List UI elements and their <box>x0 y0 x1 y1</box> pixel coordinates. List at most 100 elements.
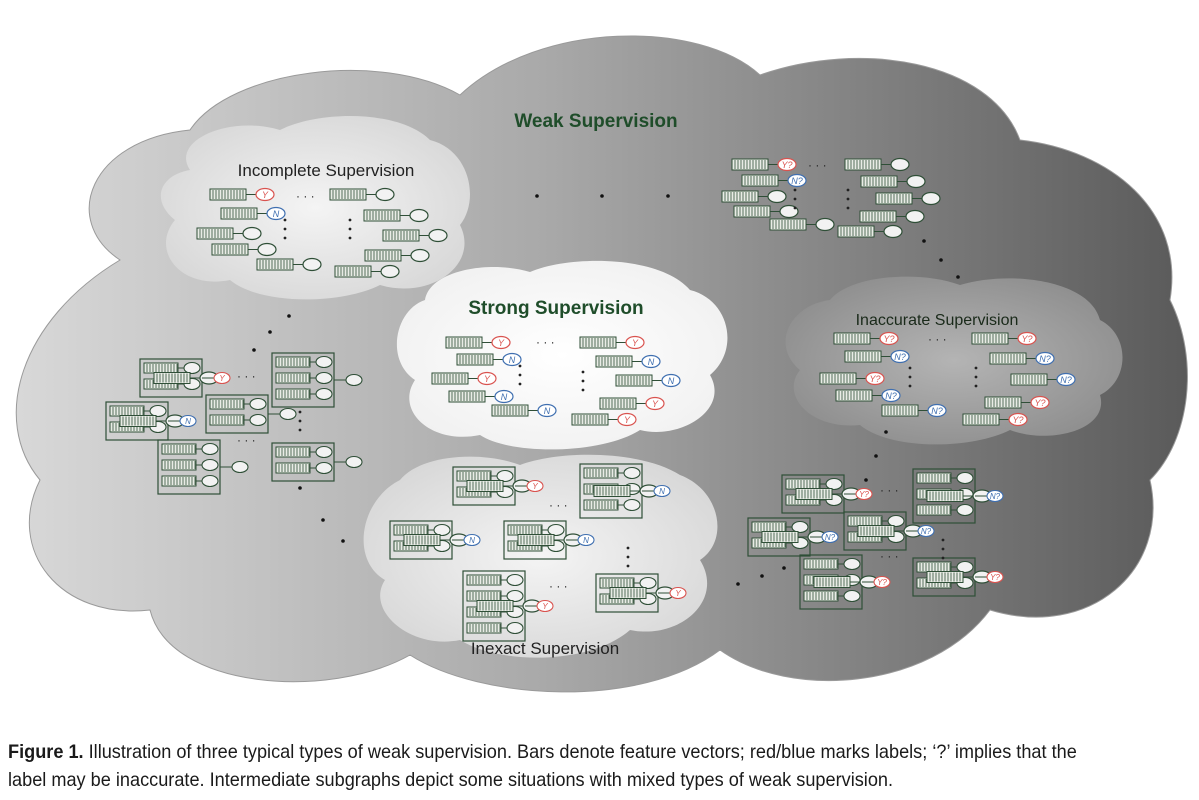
inaccurate-supervision-title: Inaccurate Supervision <box>856 312 1019 329</box>
bag-unlabeled-node <box>345 373 363 387</box>
ellipsis-text: · · · <box>880 483 899 497</box>
connector-dot <box>298 486 302 490</box>
instance-node <box>956 503 974 517</box>
vertical-dot <box>626 555 630 559</box>
feature-vector-bar <box>583 467 619 479</box>
feature-vector-bar <box>209 398 245 410</box>
label-y-node <box>255 187 275 202</box>
bag-label-node <box>653 484 671 498</box>
connector-dot <box>884 430 888 434</box>
vertical-dot <box>348 236 352 240</box>
connector-dot <box>287 314 291 318</box>
connector-dot <box>252 348 256 352</box>
label-n-node <box>881 388 901 403</box>
connector-dot <box>864 478 868 482</box>
feature-vector-bar <box>916 561 952 573</box>
label-mark-text: N <box>668 376 675 386</box>
bag-label-node <box>213 371 231 385</box>
label-y-node <box>617 412 637 427</box>
vertical-dot <box>793 188 797 192</box>
label-mark-text: Y? <box>883 334 894 344</box>
strong-supervision-title: Strong Supervision <box>468 298 643 319</box>
label-mark-text: Y? <box>1021 334 1032 344</box>
ellipsis-text: · · · <box>296 189 315 203</box>
ellipsis-text: · · · <box>549 579 568 593</box>
vertical-dot <box>283 227 287 231</box>
vertical-dot <box>518 364 522 368</box>
bag-label-node <box>986 489 1004 503</box>
vertical-dot <box>348 218 352 222</box>
bag-label-node <box>669 586 687 600</box>
connector-dot <box>782 566 786 570</box>
feature-vector-bar <box>751 521 787 533</box>
ellipsis-text: · · · <box>549 498 568 512</box>
feature-vector-bar <box>109 405 145 417</box>
vertical-dot <box>298 419 302 423</box>
inexact-supervision-title: Inexact Supervision <box>471 639 619 658</box>
feature-vector-bar <box>507 524 543 536</box>
bag-label-node <box>855 487 873 501</box>
instance-node <box>956 560 974 574</box>
feature-vector-bar <box>803 590 839 602</box>
unlabeled-node <box>410 248 430 263</box>
connector-dot <box>341 539 345 543</box>
instance-node <box>623 498 641 512</box>
bag-label-node <box>577 533 595 547</box>
strong-cloud <box>396 260 728 450</box>
feature-vector-bar <box>275 462 311 474</box>
bag-label-text: N? <box>921 527 932 536</box>
vertical-dot <box>941 547 945 551</box>
unlabeled-node <box>883 224 903 239</box>
label-y-node <box>645 396 665 411</box>
label-n-node <box>890 349 910 364</box>
unlabeled-node <box>409 208 429 223</box>
caption-text: Illustration of three typical types of w… <box>8 741 1077 791</box>
ellipsis-text: · · · <box>808 158 827 172</box>
connector-dot <box>666 194 670 198</box>
connector-dot <box>736 582 740 586</box>
instance-node <box>887 514 905 528</box>
weak-supervision-title: Weak Supervision <box>514 111 677 132</box>
instance-node <box>956 471 974 485</box>
feature-vector-bar <box>143 362 179 374</box>
instance-node <box>843 557 861 571</box>
feature-vector-bar <box>466 574 502 586</box>
feature-vector-bar <box>785 478 821 490</box>
label-mark-text: N? <box>1060 375 1072 385</box>
label-mark-text: Y <box>484 374 491 384</box>
vertical-dot <box>518 382 522 386</box>
bag-label-node <box>821 530 839 544</box>
instance-node <box>315 371 333 385</box>
inaccurate-cloud <box>785 276 1123 445</box>
vertical-dot <box>348 227 352 231</box>
weak-supervision-diagram: Weak Supervision Incomplete Supervision … <box>15 35 1188 693</box>
instance-node <box>315 461 333 475</box>
bag-label-text: N <box>583 536 589 545</box>
vertical-dot <box>846 206 850 210</box>
label-n-node <box>661 373 681 388</box>
feature-vector-bar <box>275 446 311 458</box>
unlabeled-node <box>302 257 322 272</box>
instance-node <box>249 397 267 411</box>
instance-node <box>201 474 219 488</box>
vertical-dot <box>626 564 630 568</box>
label-n-node <box>537 403 557 418</box>
unlabeled-node <box>380 264 400 279</box>
label-y-node <box>879 331 899 346</box>
bag-label-text: Y <box>542 602 548 611</box>
instance-node <box>506 589 524 603</box>
vertical-dot <box>793 197 797 201</box>
unlabeled-node <box>375 187 395 202</box>
label-n-node <box>494 389 514 404</box>
label-mark-text: Y <box>632 338 639 348</box>
feature-vector-bar <box>275 388 311 400</box>
bag-label-text: N? <box>990 492 1001 501</box>
bag-label-node <box>526 479 544 493</box>
ellipsis-text: · · · <box>237 433 256 447</box>
bag-label-node <box>463 533 481 547</box>
bag-label-node <box>179 414 197 428</box>
instance-node <box>843 589 861 603</box>
instance-node <box>433 523 451 537</box>
instance-node <box>506 573 524 587</box>
